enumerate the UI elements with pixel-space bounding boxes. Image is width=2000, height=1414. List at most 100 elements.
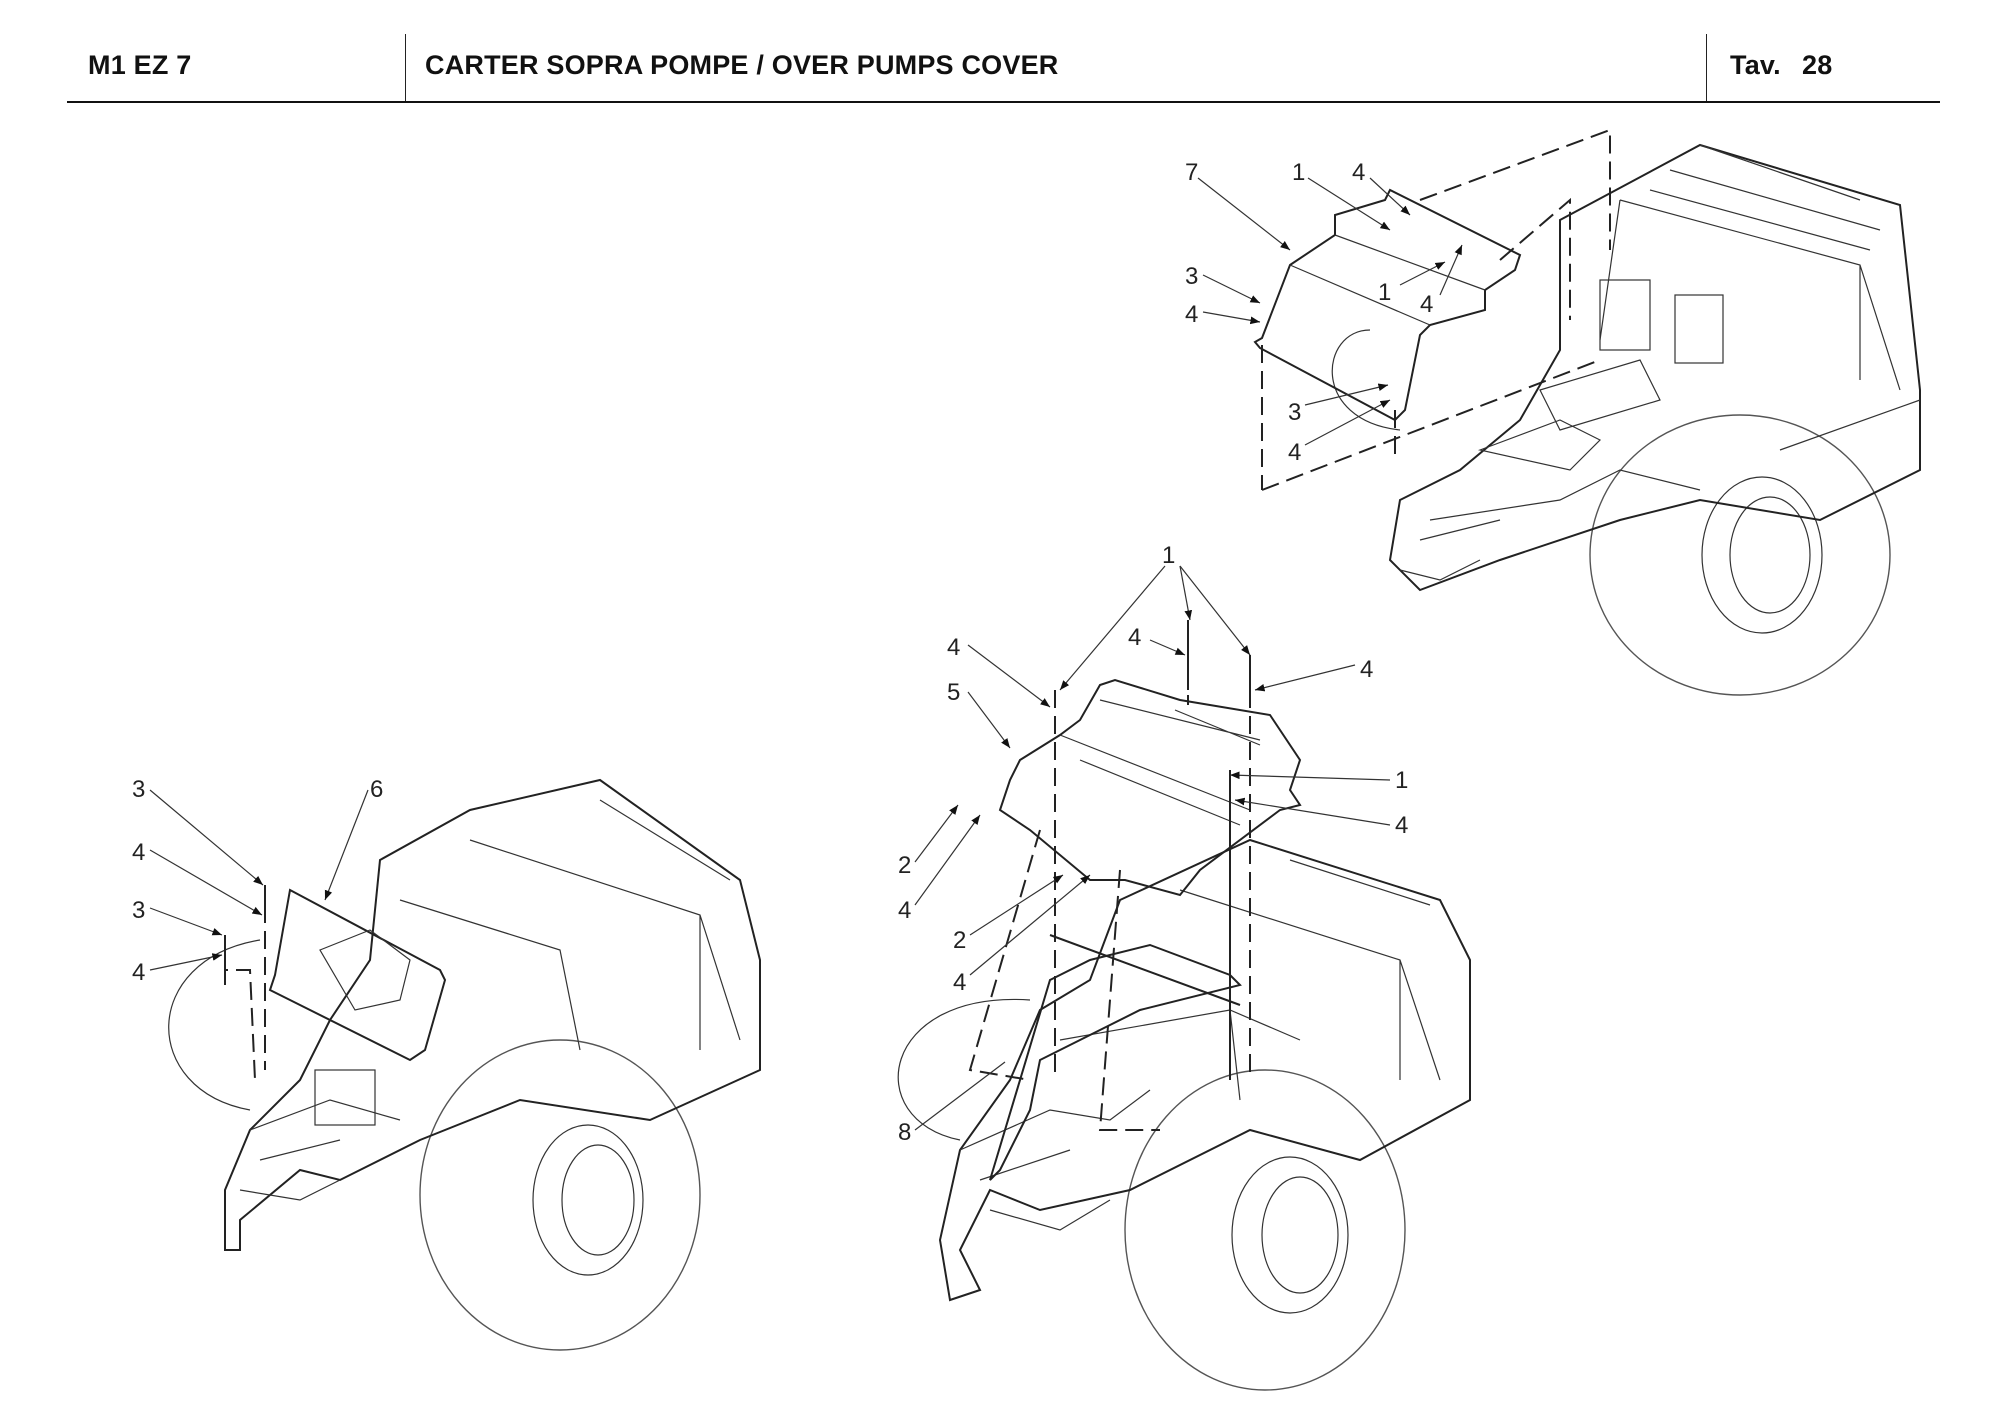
leader-line bbox=[1304, 383, 1389, 406]
callout-3: 3 bbox=[132, 897, 145, 924]
callout-1: 1 bbox=[1378, 279, 1391, 306]
leader-line bbox=[149, 907, 223, 936]
tank-edges bbox=[1599, 144, 1921, 451]
callout-4: 4 bbox=[1395, 812, 1408, 839]
tire-rim bbox=[1701, 476, 1823, 634]
leader-line bbox=[1202, 311, 1261, 325]
frame-lower bbox=[1399, 469, 1701, 581]
callout-3: 3 bbox=[1288, 399, 1301, 426]
leader-line bbox=[1179, 565, 1251, 656]
pump-unit bbox=[314, 1069, 376, 1126]
leader-line bbox=[1179, 565, 1193, 621]
leader-line bbox=[1202, 274, 1261, 304]
leader-line bbox=[969, 874, 1091, 976]
callout-4: 4 bbox=[1420, 291, 1433, 318]
callout-6: 6 bbox=[370, 776, 383, 803]
leader-line bbox=[1254, 664, 1356, 692]
callout-1: 1 bbox=[1292, 159, 1305, 186]
callout-7: 7 bbox=[1185, 159, 1198, 186]
leader-line bbox=[1149, 639, 1186, 656]
leader-line bbox=[969, 874, 1064, 936]
machine-body bbox=[938, 838, 1471, 1302]
view-center: 1 4 4 4 5 1 4 2 4 2 4 8 bbox=[897, 542, 1471, 1391]
tire-hub bbox=[1729, 496, 1811, 614]
callout-4: 4 bbox=[132, 839, 145, 866]
callout-4: 4 bbox=[898, 897, 911, 924]
model-code: M1 EZ 7 bbox=[88, 50, 192, 80]
control-unit-1 bbox=[1599, 279, 1651, 351]
view-top-right: 7 1 4 1 4 3 4 3 4 bbox=[1185, 128, 1921, 696]
cover-part-7 bbox=[1253, 188, 1522, 422]
leader-line bbox=[967, 691, 1011, 749]
leader-line bbox=[1229, 771, 1391, 781]
tire-rim bbox=[1231, 1156, 1349, 1314]
frame-detail bbox=[1477, 359, 1661, 471]
front-wheel-arc bbox=[897, 998, 1031, 1141]
leader-line bbox=[1059, 565, 1166, 691]
callout-4: 4 bbox=[1288, 439, 1301, 466]
assembly-line bbox=[224, 969, 256, 1081]
leader-line bbox=[1369, 177, 1411, 216]
leader-line bbox=[914, 1061, 1006, 1131]
control-unit-2 bbox=[1674, 294, 1724, 364]
callout-4: 4 bbox=[1185, 301, 1198, 328]
leader-line bbox=[149, 789, 264, 886]
leader-line bbox=[914, 814, 981, 906]
header-rule bbox=[67, 101, 1940, 103]
front-wheel-arc bbox=[168, 939, 261, 1111]
cover-6-hood bbox=[319, 929, 411, 1011]
tank-edges bbox=[399, 799, 741, 1051]
support-bar bbox=[1049, 934, 1241, 1006]
machine-body bbox=[224, 778, 761, 1251]
leader-line bbox=[149, 953, 223, 971]
assembly-line bbox=[1098, 869, 1160, 1131]
cover-part-6 bbox=[268, 888, 447, 1062]
tire-hub bbox=[561, 1144, 635, 1256]
callout-4: 4 bbox=[1128, 624, 1141, 651]
callout-3: 3 bbox=[1185, 263, 1198, 290]
leader-line bbox=[1234, 797, 1391, 826]
front-wheel-arc bbox=[1331, 329, 1401, 431]
callout-8: 8 bbox=[898, 1119, 911, 1146]
table-number: 28 bbox=[1802, 50, 1833, 80]
view-left: 3 6 4 3 4 bbox=[132, 776, 761, 1351]
bracket-part-8 bbox=[989, 943, 1242, 1181]
header-divider-1 bbox=[405, 34, 406, 102]
leader-line bbox=[149, 849, 263, 916]
page-title: CARTER SOPRA POMPE / OVER PUMPS COVER bbox=[425, 50, 1059, 80]
callout-2: 2 bbox=[898, 852, 911, 879]
cover-5-ridge bbox=[1059, 699, 1261, 826]
assembly-line bbox=[968, 829, 1041, 1081]
header-divider-2 bbox=[1706, 34, 1707, 102]
leader-line bbox=[1439, 244, 1463, 296]
rear-tire bbox=[1589, 414, 1891, 696]
machine-body bbox=[1388, 143, 1921, 592]
tank-top bbox=[1649, 169, 1881, 251]
callout-5: 5 bbox=[947, 679, 960, 706]
cover-part-5 bbox=[998, 678, 1302, 897]
rear-tire bbox=[419, 1039, 701, 1351]
callout-4: 4 bbox=[1352, 159, 1365, 186]
assembly-line bbox=[1419, 128, 1611, 250]
cover-7-fold bbox=[1289, 234, 1486, 326]
callout-4: 4 bbox=[953, 969, 966, 996]
callout-2: 2 bbox=[953, 927, 966, 954]
tire-rim bbox=[532, 1124, 644, 1276]
callout-1: 1 bbox=[1395, 767, 1408, 794]
tank-edges bbox=[1059, 859, 1441, 1101]
assembly-line bbox=[1499, 197, 1571, 320]
rear-tire bbox=[1124, 1069, 1406, 1391]
leader-line bbox=[1197, 177, 1291, 251]
table-label: Tav. bbox=[1730, 50, 1781, 80]
leader-line bbox=[967, 644, 1051, 708]
leader-line bbox=[1399, 261, 1446, 286]
assembly-line bbox=[1261, 359, 1601, 491]
callout-1: 1 bbox=[1162, 542, 1175, 569]
callout-4: 4 bbox=[132, 959, 145, 986]
leader-line bbox=[1307, 177, 1391, 231]
callout-3: 3 bbox=[132, 776, 145, 803]
leader-line bbox=[914, 804, 959, 863]
frame-lower bbox=[239, 1099, 401, 1201]
callout-4: 4 bbox=[1360, 656, 1373, 683]
